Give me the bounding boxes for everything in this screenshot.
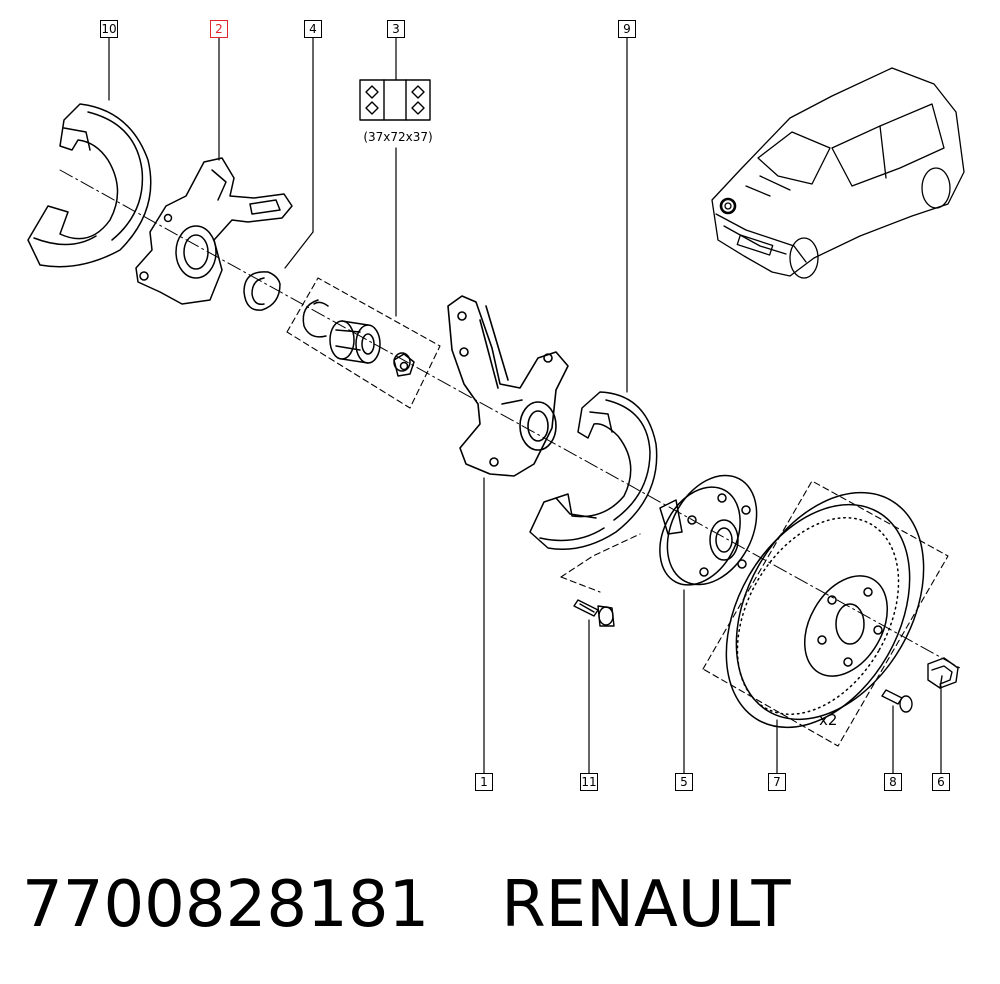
callout-6: 6: [932, 773, 950, 791]
part-number: 7700828181: [22, 868, 430, 942]
bolt-11: [573, 599, 615, 627]
callout-10: 10: [100, 20, 118, 38]
callout-5: 5: [675, 773, 693, 791]
hub-nut: [927, 657, 959, 689]
steering-knuckle-main: [447, 295, 569, 477]
brake-dust-shield-right: [529, 391, 658, 551]
callout-3: 3: [387, 20, 405, 38]
brake-disc: [725, 491, 925, 729]
callout-7: 7: [768, 773, 786, 791]
callout-4: 4: [304, 20, 322, 38]
callout-1: 1: [475, 773, 493, 791]
vehicle-illustration: [711, 67, 965, 279]
callout-11: 11: [580, 773, 598, 791]
quantity-label: x2: [819, 711, 838, 729]
circlip-left: [243, 271, 281, 311]
kit-frames: [286, 277, 949, 747]
screw-8: [881, 689, 913, 713]
bearing-icon: [359, 79, 431, 121]
callout-8: 8: [884, 773, 902, 791]
callout-9: 9: [618, 20, 636, 38]
callout-2: 2: [210, 20, 228, 38]
brake-dust-shield-left: [27, 103, 152, 268]
leader-lines: [108, 35, 942, 775]
steering-knuckle-left: [135, 157, 293, 305]
centre-axis: [59, 169, 961, 669]
footer-caption: 7700828181 RENAULT: [22, 860, 982, 950]
wheel-bearing-kit: [302, 299, 415, 377]
wheel-hub: [659, 474, 758, 586]
bearing-size-label: (37x72x37): [363, 130, 433, 144]
brand-name: RENAULT: [501, 868, 791, 942]
